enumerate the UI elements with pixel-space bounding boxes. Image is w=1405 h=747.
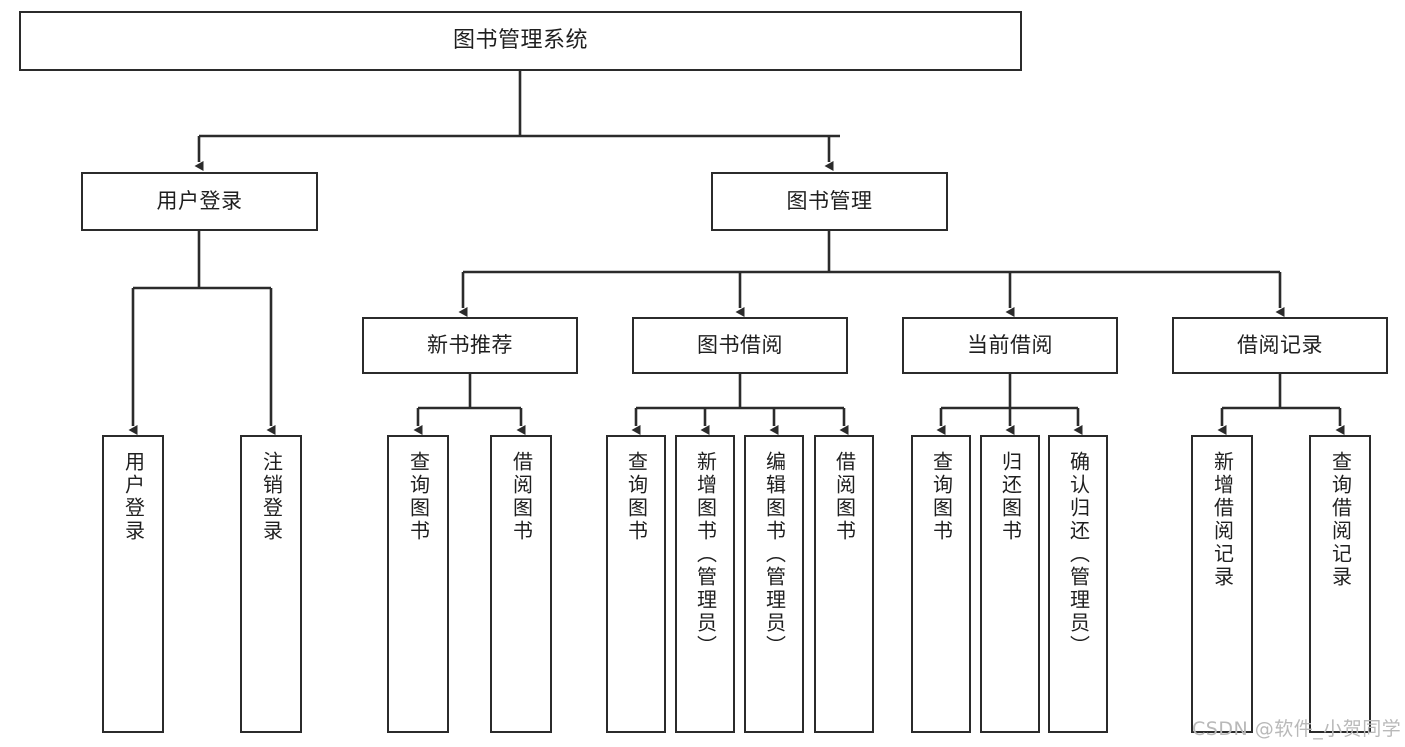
node-label: 当前借阅	[967, 333, 1053, 358]
node-leaf-query-book-current[interactable]: 查询图书	[911, 435, 971, 733]
node-label: 新增借阅记录	[1210, 451, 1235, 589]
node-label: 借阅图书	[832, 451, 857, 543]
node-leaf-user-login[interactable]: 用户登录	[102, 435, 164, 733]
node-label: 归还图书	[998, 451, 1023, 543]
node-user-login[interactable]: 用户登录	[81, 172, 318, 231]
watermark-text: CSDN @软件_小贺同学	[1192, 718, 1402, 740]
node-leaf-borrow-book-borrowing[interactable]: 借阅图书	[814, 435, 874, 733]
node-label: 借阅记录	[1237, 333, 1323, 358]
node-leaf-return-book[interactable]: 归还图书	[980, 435, 1040, 733]
node-label: 注销登录	[259, 451, 284, 543]
node-label: 查询图书	[929, 451, 954, 543]
node-leaf-logout[interactable]: 注销登录	[240, 435, 302, 733]
node-label: 确认归还（管理员）	[1066, 451, 1091, 658]
node-root-book-management-system[interactable]: 图书管理系统	[19, 11, 1022, 71]
node-label: 用户登录	[121, 451, 146, 543]
node-leaf-confirm-return-admin[interactable]: 确认归还（管理员）	[1048, 435, 1108, 733]
node-leaf-edit-book-admin[interactable]: 编辑图书（管理员）	[744, 435, 804, 733]
node-label: 查询图书	[406, 451, 431, 543]
node-label: 新增图书（管理员）	[693, 451, 718, 658]
node-label: 图书借阅	[697, 333, 783, 358]
node-leaf-query-book-recommendation[interactable]: 查询图书	[387, 435, 449, 733]
node-label: 图书管理	[786, 189, 873, 214]
node-label: 查询图书	[624, 451, 649, 543]
node-new-book-recommendation[interactable]: 新书推荐	[362, 317, 578, 374]
node-leaf-borrow-book-recommendation[interactable]: 借阅图书	[490, 435, 552, 733]
node-book-borrowing[interactable]: 图书借阅	[632, 317, 848, 374]
node-label: 借阅图书	[509, 451, 534, 543]
node-current-borrowing[interactable]: 当前借阅	[902, 317, 1118, 374]
node-label: 用户登录	[156, 189, 243, 214]
node-label: 编辑图书（管理员）	[762, 451, 787, 658]
node-label: 新书推荐	[427, 333, 513, 358]
node-borrowing-record[interactable]: 借阅记录	[1172, 317, 1388, 374]
node-book-management[interactable]: 图书管理	[711, 172, 948, 231]
node-label: 图书管理系统	[452, 28, 588, 54]
node-label: 查询借阅记录	[1328, 451, 1353, 589]
node-leaf-add-book-admin[interactable]: 新增图书（管理员）	[675, 435, 735, 733]
node-leaf-add-borrowing-record[interactable]: 新增借阅记录	[1191, 435, 1253, 733]
node-leaf-query-borrowing-record[interactable]: 查询借阅记录	[1309, 435, 1371, 733]
node-leaf-query-book-borrowing[interactable]: 查询图书	[606, 435, 666, 733]
